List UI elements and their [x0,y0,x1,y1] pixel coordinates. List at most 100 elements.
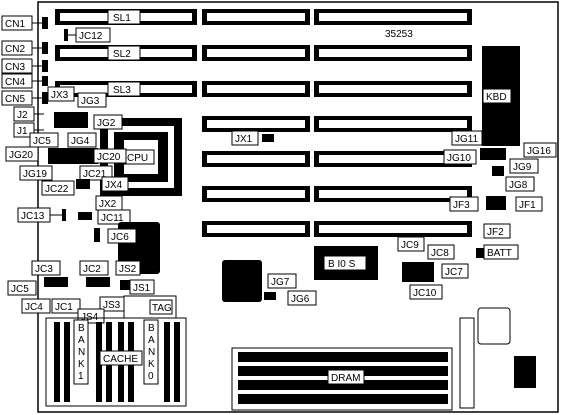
svg-text:JG7: JG7 [271,277,290,288]
jumper-jx3: JX3 [47,86,75,102]
svg-text:JC20: JC20 [97,152,121,163]
svg-text:CN3: CN3 [5,62,25,73]
svg-text:JS2: JS2 [119,264,137,275]
jx1-jumper: JX1 [231,130,274,146]
svg-text:CN1: CN1 [5,19,25,30]
jumper-jc5: JC5 [29,132,59,148]
svg-text:JX3: JX3 [51,90,69,101]
keyboard-connector: KBD [482,46,520,146]
jumper-jg2: JG2 [93,114,123,130]
svg-text:B I0 S: B I0 S [328,259,356,270]
svg-text:JG8: JG8 [509,180,528,191]
power-connectors [459,307,536,409]
svg-text:JC11: JC11 [101,213,124,224]
svg-text:JG6: JG6 [291,294,310,305]
middle-chip [222,260,262,302]
svg-text:JC3: JC3 [35,264,53,275]
jumper-jc11: JC11 [78,209,131,225]
svg-text:JX4: JX4 [105,180,123,191]
cache-sram-area: B A N K 1 B A N K 0 CACHE [45,317,187,407]
svg-text:CN5: CN5 [5,94,25,105]
cache-jumper-blocks [44,277,110,287]
svg-text:JX2: JX2 [99,199,117,210]
connector-cn3: CN3 [1,58,48,74]
slot-sl2: SL2 [55,45,197,61]
svg-text:JC4: JC4 [25,302,43,313]
jumper-jc2: JC2 [79,260,109,276]
svg-text:JG11: JG11 [455,134,479,145]
jumper-jg20: JG20 [5,146,39,162]
svg-text:JG10: JG10 [447,153,471,164]
jumper-jc22: JC22 [41,180,75,196]
jumper-jg8: JG8 [492,166,535,192]
jumper-jc4: JC4 [21,298,51,314]
jumper-jg7: JG7 [267,273,297,289]
svg-text:0: 0 [148,371,154,382]
svg-text:SL2: SL2 [113,49,131,60]
jumper-header-cluster [48,112,98,164]
svg-text:JG20: JG20 [9,150,33,161]
svg-text:JG9: JG9 [513,162,532,173]
jumper-jc8: JC8 [427,244,455,260]
slot-sl1: SL1 [55,9,197,25]
jumper-jc5-cache: JC5 [7,280,37,296]
svg-text:JF1: JF1 [519,200,536,211]
svg-text:JC8: JC8 [431,248,449,259]
jumper-jx4: JX4 [76,176,129,192]
svg-text:JC1: JC1 [55,302,73,313]
svg-text:1: 1 [78,371,84,382]
slot-sl3: SL3 [55,81,197,97]
jumper-jc3: JC3 [31,260,61,276]
jumper-jc12: JC12 [64,27,111,43]
jumper-jc9: JC9 [397,236,425,252]
jumper-jc20: JC20 [93,148,127,164]
svg-text:JG3: JG3 [81,96,100,107]
jumper-js1: JS1 [120,279,155,295]
jumper-jx2: JX2 [95,195,123,211]
svg-text:B: B [78,323,85,334]
svg-text:B: B [148,323,155,334]
svg-text:JS3: JS3 [103,300,121,311]
svg-text:JC22: JC22 [45,184,69,195]
jumper-jg3: JG3 [77,92,107,108]
board-model: 35253 [385,29,413,40]
svg-text:K: K [78,359,85,370]
jumper-jc7: JC7 [441,263,469,279]
svg-text:TAG: TAG [152,303,172,314]
connector-j2: J2 [13,106,44,122]
svg-text:BATT: BATT [487,248,512,259]
svg-text:JC21: JC21 [83,169,107,180]
dram-sockets: DRAM [231,347,453,411]
tag-chip: TAG [123,295,177,319]
svg-text:JC2: JC2 [83,264,101,275]
svg-text:CN2: CN2 [5,44,25,55]
jumper-jf1: JF1 [515,196,543,212]
bios-chip: B I0 S [314,246,378,280]
svg-text:JF2: JF2 [487,227,504,238]
svg-text:CPU: CPU [127,153,148,164]
jumper-jg19: JG19 [19,165,53,181]
svg-text:JF3: JF3 [453,200,470,211]
jumper-jg10: JG10 [443,148,506,165]
svg-text:DRAM: DRAM [331,373,360,384]
jumper-jc1: JC1 [51,298,81,314]
jumper-jc10: JC10 [409,284,443,300]
svg-text:KBD: KBD [486,92,507,103]
jumper-js2: JS2 [115,260,141,276]
svg-text:SL1: SL1 [113,13,131,24]
svg-text:JC5: JC5 [33,136,51,147]
connector-cn2: CN2 [1,40,48,56]
jumper-jf3: JF3 [449,196,506,212]
connector-cn4: CN4 [1,73,48,89]
svg-text:N: N [148,347,155,358]
svg-text:SL3: SL3 [113,85,131,96]
svg-text:JG16: JG16 [527,146,551,157]
svg-text:JX1: JX1 [235,134,253,145]
svg-text:JC9: JC9 [401,240,419,251]
svg-text:JC6: JC6 [111,232,129,243]
connector-j1: J1 [13,122,44,138]
svg-text:J1: J1 [17,126,28,137]
connector-cn5: CN5 [1,90,48,106]
isa-slots [202,9,472,237]
connector-cn1: CN1 [1,15,48,31]
